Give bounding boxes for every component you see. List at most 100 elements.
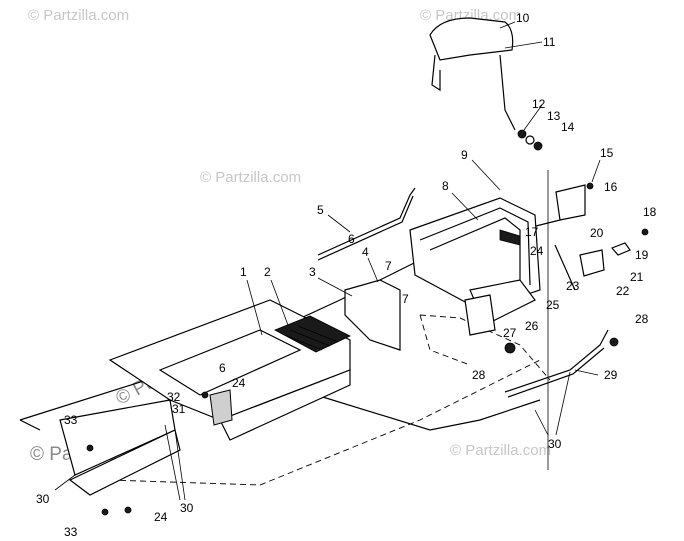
watermark-top-left: © Partzilla.com <box>28 7 129 24</box>
hitch-rail-tube <box>504 329 609 393</box>
watermark-mid: © Partzilla.com <box>200 169 301 186</box>
nut-28-lower <box>504 342 516 354</box>
label-15: 15 <box>600 146 614 160</box>
mount-bracket-16 <box>555 184 586 221</box>
grab-bar <box>317 187 416 261</box>
foot-pad-grip <box>274 315 351 353</box>
nut-14 <box>533 141 543 151</box>
leader-30-mid-b <box>174 429 186 501</box>
label-5: 5 <box>317 203 324 217</box>
rivet-32 <box>201 391 209 399</box>
rack-frame-inner-rail <box>429 217 521 280</box>
rack-frame-rail <box>419 207 531 286</box>
side-panel <box>344 279 401 351</box>
bolt-18 <box>641 228 649 236</box>
watermark-top-right: © Partzilla.com <box>420 7 521 24</box>
grab-bar-tube <box>317 187 416 256</box>
watermark-bottom-right: © Partzilla.com <box>450 442 551 459</box>
grab-bar-tube-inner <box>317 195 414 261</box>
label-25: 25 <box>546 298 560 312</box>
hinge-plate-22 <box>579 249 605 277</box>
label-20: 20 <box>590 226 604 240</box>
label-10: 10 <box>516 11 530 25</box>
leader-30-right <box>555 371 571 436</box>
backrest-pad <box>429 17 514 61</box>
rivet-33-lower <box>101 508 109 516</box>
bolt-15 <box>586 182 594 190</box>
label-26: 26 <box>525 319 539 333</box>
label-4: 4 <box>362 245 369 259</box>
label-7-lower: 7 <box>402 292 409 306</box>
nut-28 <box>609 337 619 347</box>
leader-2 <box>270 279 289 326</box>
label-22: 22 <box>616 284 630 298</box>
tunnel-side-strip <box>219 369 351 441</box>
frame-left-edge <box>19 419 41 431</box>
label-13: 13 <box>547 109 561 123</box>
label-6-upper: 6 <box>348 232 355 246</box>
label-33-lower: 33 <box>64 525 78 539</box>
label-11: 11 <box>543 35 556 49</box>
leader-11 <box>504 41 543 49</box>
label-9: 9 <box>461 148 468 162</box>
leader-30-left <box>54 474 76 491</box>
label-28-right: 28 <box>635 312 649 326</box>
label-28-left: 28 <box>472 368 486 382</box>
rivet-33 <box>86 444 94 452</box>
frame-lower-dashed-edge <box>109 359 541 486</box>
foot-pad <box>274 315 351 353</box>
label-30-mid: 30 <box>180 501 194 515</box>
foot-pad-rib <box>297 325 339 343</box>
label-19: 19 <box>635 248 649 262</box>
label-30-right: 30 <box>548 437 562 451</box>
rack-clamp <box>499 229 521 246</box>
label-24-rack: 24 <box>530 244 544 258</box>
frame-rear-dashed-inner <box>419 314 471 366</box>
label-3: 3 <box>309 265 316 279</box>
label-7-upper: 7 <box>385 259 392 273</box>
foot-pad-rib <box>289 329 331 347</box>
label-24-bottom: 24 <box>154 510 168 524</box>
pin-23 <box>554 244 576 291</box>
label-12: 12 <box>532 97 546 111</box>
label-32: 32 <box>167 390 181 404</box>
bracket-31 <box>209 389 233 426</box>
label-17: 17 <box>525 225 539 239</box>
backrest <box>429 17 516 131</box>
backrest-left-leg <box>431 54 441 92</box>
hitch-rail-tube-inner <box>507 347 605 398</box>
backrest-hardware <box>517 129 543 151</box>
leader-29 <box>574 369 599 376</box>
label-1: 1 <box>240 265 247 279</box>
leader-8 <box>451 192 479 221</box>
leader-9 <box>471 159 501 191</box>
backrest-upright <box>499 54 516 131</box>
label-29: 29 <box>604 368 618 382</box>
leader-12 <box>523 104 543 131</box>
leader-30-mid <box>164 424 181 501</box>
washer-13 <box>525 135 535 145</box>
label-23: 23 <box>566 279 580 293</box>
frame-side-line <box>299 389 541 431</box>
tunnel-cutout <box>158 329 302 396</box>
part-labels: 1 2 3 4 5 6 6 7 7 8 9 10 11 12 13 14 15 … <box>36 11 657 539</box>
hitch-rail <box>504 329 619 398</box>
bolt-12 <box>517 129 527 139</box>
rear-bracket-plate <box>464 294 496 336</box>
leader-lines <box>54 21 601 501</box>
label-14: 14 <box>561 120 575 134</box>
label-24-tunnel: 24 <box>232 376 246 390</box>
label-18: 18 <box>643 205 657 219</box>
rivet-24 <box>124 506 132 514</box>
lower-fasteners <box>86 389 233 516</box>
clip-21 <box>610 242 631 256</box>
label-27: 27 <box>503 326 517 340</box>
label-16: 16 <box>604 180 618 194</box>
label-21: 21 <box>630 270 644 284</box>
label-30-left: 30 <box>36 492 50 506</box>
leader-4 <box>367 257 379 283</box>
label-6-lower: 6 <box>219 361 226 375</box>
label-8: 8 <box>442 179 449 193</box>
leader-3 <box>317 277 353 297</box>
